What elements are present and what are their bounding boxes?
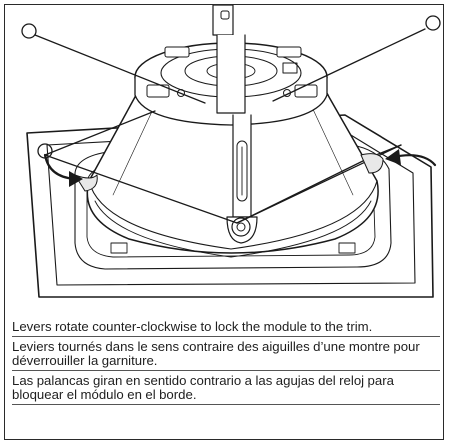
document-frame: Levers rotate counter-clockwise to lock … [4, 4, 444, 440]
trim-opening [74, 142, 392, 270]
mounting-bracket-top [212, 5, 234, 36]
counter-clockwise-arrows [43, 149, 437, 187]
caption-spanish: Las palancas giran en sentido contrario … [12, 372, 440, 405]
caption-list: Levers rotate counter-clockwise to lock … [12, 318, 440, 405]
caption-english: Levers rotate counter-clockwise to lock … [12, 318, 440, 337]
caption-french: Leviers tournés dans le sens contraire d… [12, 338, 440, 371]
mounting-bracket-strap [216, 34, 246, 114]
wire-loop-top-right [425, 15, 441, 31]
module-trim-illustration [21, 5, 441, 298]
wire-loop-top-left [21, 23, 37, 39]
